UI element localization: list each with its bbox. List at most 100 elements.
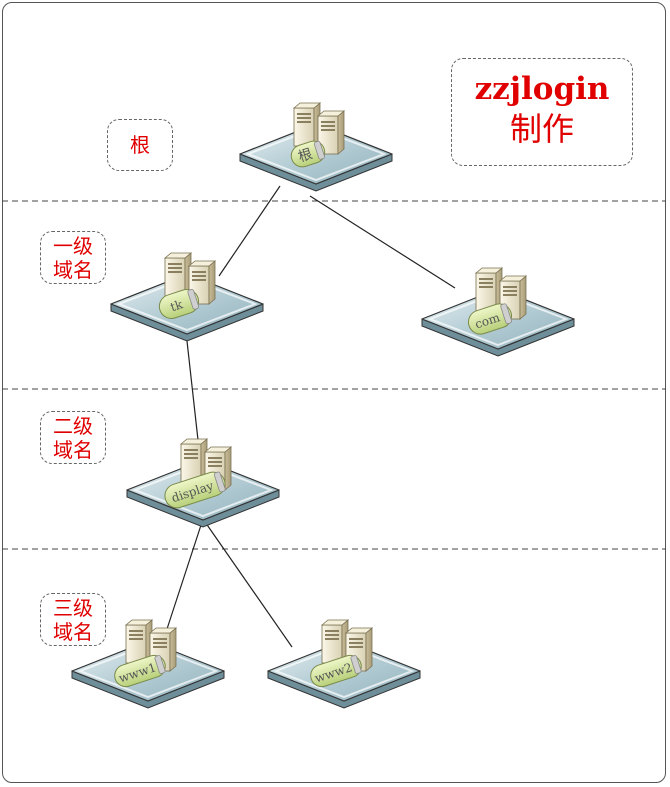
level-label-line1: 三级 bbox=[53, 595, 93, 620]
server-slot bbox=[479, 278, 493, 280]
server-slot bbox=[208, 461, 222, 463]
server-slot bbox=[129, 630, 143, 632]
server-slot bbox=[184, 457, 198, 459]
server-slot bbox=[153, 642, 167, 644]
server-slot bbox=[192, 271, 206, 273]
node-www2: www2 bbox=[267, 619, 421, 709]
server-slot bbox=[297, 121, 311, 123]
level-label-second: 二级 域名 bbox=[40, 411, 106, 464]
level-label-line2: 域名 bbox=[53, 257, 93, 282]
server-slot bbox=[153, 638, 167, 640]
author-credit: zzjlogin 制作 bbox=[451, 58, 633, 166]
node-root: 根 bbox=[239, 102, 393, 192]
server-slot bbox=[153, 646, 167, 648]
server-slot bbox=[168, 267, 182, 269]
server-slot bbox=[349, 642, 363, 644]
node-com: com bbox=[421, 267, 575, 357]
tag-cap bbox=[213, 471, 226, 493]
server-side bbox=[519, 275, 527, 320]
tag-pill bbox=[310, 654, 362, 688]
server-slot bbox=[208, 457, 222, 459]
node-tk: tk bbox=[110, 252, 264, 342]
credit-made: 制作 bbox=[509, 110, 574, 148]
server-slot bbox=[129, 638, 143, 640]
server-slot bbox=[503, 290, 517, 292]
edge-root-com bbox=[309, 195, 456, 289]
server-top bbox=[124, 619, 154, 626]
platform-highlight bbox=[77, 643, 219, 699]
server-side bbox=[224, 446, 232, 491]
server-slot bbox=[503, 286, 517, 288]
server-slot bbox=[349, 646, 363, 648]
server-side bbox=[365, 627, 373, 672]
server-top bbox=[148, 627, 178, 634]
tag-cap bbox=[500, 303, 512, 325]
level-label-root: 根 bbox=[107, 119, 173, 171]
server-top bbox=[474, 267, 504, 274]
server-slot bbox=[168, 263, 182, 265]
server-slot bbox=[349, 638, 363, 640]
nodes: 根 tk com display www1 www2 bbox=[71, 102, 575, 709]
edge-display-www1 bbox=[165, 518, 204, 633]
server-side bbox=[337, 110, 345, 155]
node-tag: 根 bbox=[290, 140, 326, 168]
server-top bbox=[187, 260, 217, 267]
node-label: 根 bbox=[296, 146, 314, 166]
tag-pill bbox=[114, 654, 166, 688]
credit-name: zzjlogin bbox=[474, 71, 610, 107]
server-slot bbox=[479, 282, 493, 284]
tag-pill bbox=[158, 289, 200, 319]
server-top bbox=[203, 446, 233, 453]
server-slot bbox=[297, 117, 311, 119]
server-top bbox=[320, 619, 350, 626]
server-slot bbox=[192, 275, 206, 277]
tag-pill bbox=[467, 303, 513, 335]
node-www1: www1 bbox=[71, 619, 225, 709]
server-slot bbox=[325, 630, 339, 632]
node-tag: com bbox=[467, 303, 513, 335]
level-separators bbox=[2, 200, 666, 550]
server-top bbox=[316, 110, 346, 117]
tag-cap bbox=[350, 655, 362, 674]
level-label-line1: 一级 bbox=[53, 233, 93, 258]
server-top bbox=[163, 252, 193, 259]
server-slot bbox=[321, 121, 335, 123]
server-slot bbox=[297, 113, 311, 115]
server-slot bbox=[503, 294, 517, 296]
server-side bbox=[169, 627, 177, 672]
tag-cap bbox=[313, 140, 325, 160]
server-slot bbox=[321, 125, 335, 127]
server-slot bbox=[208, 465, 222, 467]
server-slot bbox=[129, 634, 143, 636]
server-icon bbox=[474, 267, 528, 320]
platform-highlight bbox=[245, 126, 387, 182]
server-icon bbox=[292, 102, 346, 155]
level-label-line1: 二级 bbox=[53, 413, 93, 438]
node-label: tk bbox=[169, 297, 186, 314]
server-slot bbox=[192, 279, 206, 281]
server-slot bbox=[184, 449, 198, 451]
server-side bbox=[208, 260, 216, 305]
server-top bbox=[498, 275, 528, 282]
server-icon bbox=[320, 619, 374, 672]
server-top bbox=[344, 627, 374, 634]
level-label-line2: 域名 bbox=[53, 619, 93, 644]
server-slot bbox=[325, 634, 339, 636]
platform-highlight bbox=[427, 291, 569, 347]
server-slot bbox=[168, 271, 182, 273]
level-label-line2: 域名 bbox=[53, 437, 93, 462]
edges bbox=[165, 185, 456, 648]
tag-cap bbox=[154, 655, 166, 674]
server-slot bbox=[321, 129, 335, 131]
edge-root-tk bbox=[218, 185, 281, 277]
server-top bbox=[292, 102, 322, 109]
server-slot bbox=[479, 286, 493, 288]
level-label-line1: 根 bbox=[130, 133, 150, 157]
server-slot bbox=[184, 453, 198, 455]
platform-highlight bbox=[273, 643, 415, 699]
node-display: display bbox=[126, 438, 280, 528]
node-tag: tk bbox=[158, 289, 200, 319]
level-label-third: 三级 域名 bbox=[40, 593, 106, 646]
